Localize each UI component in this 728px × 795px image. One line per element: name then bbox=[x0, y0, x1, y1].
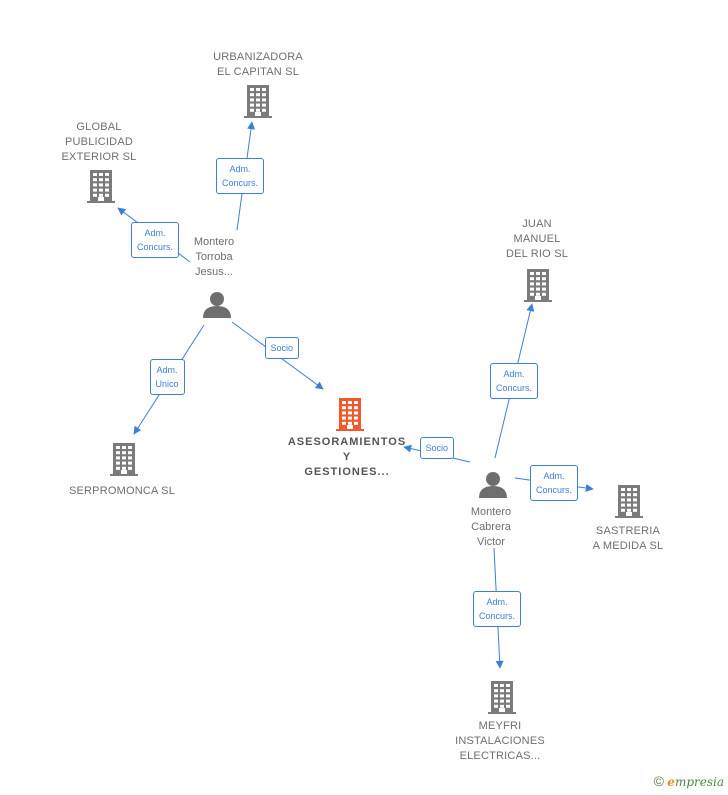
building-icon-focus bbox=[336, 398, 364, 431]
building-icon bbox=[87, 170, 115, 203]
node-label-meyfri[interactable]: MEYFRI INSTALACIONES ELECTRICAS... bbox=[455, 720, 545, 762]
building-icon bbox=[110, 443, 138, 476]
person-icon bbox=[479, 472, 507, 498]
node-label-serpromonca[interactable]: SERPROMONCA SL bbox=[68, 485, 176, 497]
person-icon bbox=[203, 292, 231, 318]
brand-watermark: © empresia bbox=[654, 773, 724, 789]
copyright-icon: © bbox=[653, 773, 664, 789]
building-icon bbox=[488, 681, 516, 714]
edge-label-torroba-urbanizadora: Adm. Concurs. bbox=[216, 158, 265, 194]
edge-label-torroba-global: Adm. Concurs. bbox=[131, 222, 180, 258]
node-label-global[interactable]: GLOBAL PUBLICIDAD EXTERIOR SL bbox=[61, 121, 137, 163]
node-label-torroba[interactable]: Montero Torroba Jesus... bbox=[193, 236, 235, 278]
building-icon bbox=[524, 269, 552, 302]
edge-label-torroba-serpromonca: Adm. Unico bbox=[149, 359, 185, 395]
node-label-cabrera[interactable]: Montero Cabrera Victor bbox=[470, 506, 512, 548]
node-label-asesoramientos[interactable]: ASESORAMIENTOS Y GESTIONES... bbox=[287, 436, 407, 478]
edge-label-cabrera-sastreria: Adm. Concurs. bbox=[530, 465, 579, 501]
edge-label-cabrera-meyfri: Adm. Concurs. bbox=[473, 591, 522, 627]
building-icon bbox=[244, 85, 272, 118]
node-label-sastreria[interactable]: SASTRERIA A MEDIDA SL bbox=[592, 525, 664, 552]
brand-logo: empresia bbox=[667, 775, 724, 789]
node-label-urbanizadora[interactable]: URBANIZADORA EL CAPITAN SL bbox=[213, 51, 303, 78]
building-icon bbox=[615, 485, 643, 518]
edge-label-cabrera-asesoramientos: Socio bbox=[419, 437, 455, 459]
node-label-juan[interactable]: JUAN MANUEL DEL RIO SL bbox=[505, 218, 569, 260]
edge-label-torroba-asesoramientos: Socio bbox=[264, 337, 300, 359]
edge-label-cabrera-juan: Adm. Concurs. bbox=[490, 363, 539, 399]
